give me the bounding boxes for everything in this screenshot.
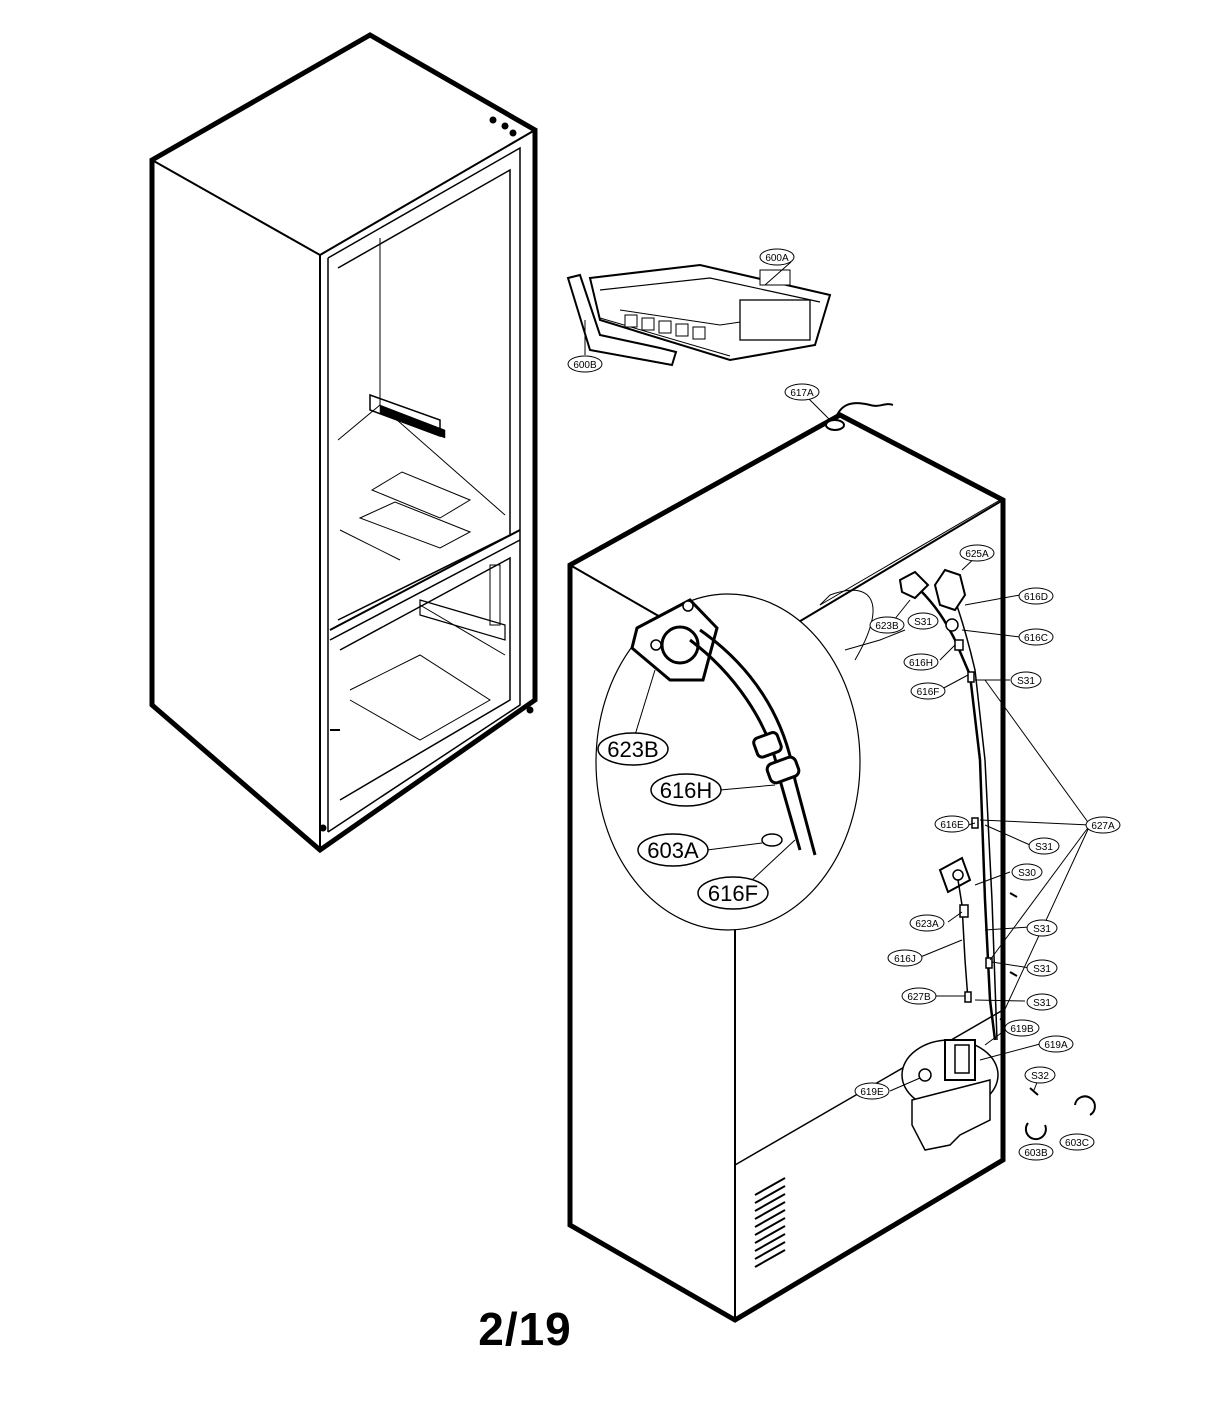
label-S32: S32 — [1031, 1071, 1049, 1082]
label-619B: 619B — [1010, 1024, 1034, 1035]
label-S31-4: S31 — [1033, 924, 1051, 935]
callout-labels: 600A 600B 617A 625A 623B S31 616D 616C 6… — [573, 253, 1115, 1159]
label-616C: 616C — [1024, 633, 1048, 644]
label-600A: 600A — [765, 253, 789, 264]
label-623A: 623A — [915, 919, 939, 930]
label-616H: 616H — [909, 658, 933, 669]
label-S31-2: S31 — [1017, 676, 1035, 687]
ice-maker-assembly — [566, 263, 832, 367]
label-616D: 616D — [1024, 592, 1048, 603]
callout-bubbles — [567, 248, 1121, 1161]
label-623B: 623B — [875, 621, 899, 632]
page-number: 2/19 — [478, 1303, 572, 1355]
label-603B: 603B — [1024, 1148, 1048, 1159]
label-S31-5: S31 — [1033, 964, 1051, 975]
label-600B: 600B — [573, 360, 597, 371]
label-616E: 616E — [940, 820, 964, 831]
label-619A: 619A — [1044, 1040, 1068, 1051]
label-616F: 616F — [917, 687, 940, 698]
label-S31-6: S31 — [1033, 998, 1051, 1009]
leader-lines — [584, 261, 1091, 1092]
detail-label-616F: 616F — [708, 881, 758, 906]
label-619E: 619E — [860, 1087, 884, 1098]
label-627B: 627B — [907, 992, 931, 1003]
label-S31-3: S31 — [1035, 842, 1053, 853]
detail-label-623B: 623B — [607, 737, 658, 762]
label-616J: 616J — [894, 954, 916, 965]
detail-label-616H: 616H — [660, 778, 713, 803]
detail-label-603A: 603A — [647, 838, 699, 863]
label-S31-1: S31 — [914, 617, 932, 628]
left-cabinet — [149, 32, 538, 854]
detail-callouts: 623B 616H 603A 616F — [597, 732, 769, 910]
label-617A: 617A — [790, 388, 814, 399]
label-603C: 603C — [1065, 1138, 1089, 1149]
water-line-assembly — [898, 568, 1096, 1151]
label-S30: S30 — [1018, 868, 1036, 879]
label-627A: 627A — [1091, 821, 1115, 832]
label-625A: 625A — [965, 549, 989, 560]
